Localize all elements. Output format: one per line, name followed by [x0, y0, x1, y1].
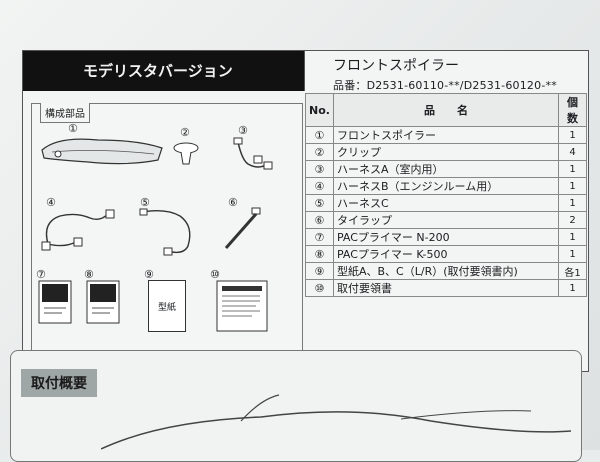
- row-no: ⑩: [305, 279, 334, 297]
- row-name: クリップ: [332, 143, 560, 161]
- table-header-row: No. 品 名 個数: [305, 93, 587, 127]
- row-name: 取付要領書: [332, 279, 560, 297]
- row-no: ⑧: [305, 245, 334, 263]
- harness-c-icon: [139, 208, 191, 256]
- row-qty: 各1: [558, 262, 587, 280]
- parts-sheet: モデリスタバージョン フロントスポイラー 品番：D2531-60110-**/D…: [22, 50, 589, 372]
- parts-illustration-box: 構成部品 ① ② ③ ④: [31, 103, 303, 355]
- part-label-7: ⑦: [36, 268, 46, 281]
- part-label-10: ⑩: [210, 268, 220, 281]
- tie-wrap-icon: [224, 207, 261, 249]
- row-no: ③: [305, 160, 334, 178]
- harness-b-icon: [41, 209, 115, 251]
- row-no: ⑥: [305, 211, 334, 229]
- installation-overview-title: 取付概要: [21, 369, 97, 397]
- section-header: モデリスタバージョン: [23, 51, 304, 91]
- row-name: フロントスポイラー: [332, 126, 560, 144]
- row-qty: 2: [558, 211, 587, 229]
- row-qty: 4: [558, 143, 587, 161]
- row-no: ②: [305, 143, 334, 161]
- row-qty: 1: [558, 279, 587, 297]
- installation-manual-icon: [216, 280, 268, 332]
- row-qty: 1: [558, 177, 587, 195]
- part-label-8: ⑧: [84, 268, 94, 281]
- row-name: ハーネスC: [332, 194, 560, 212]
- row-qty: 1: [558, 228, 587, 246]
- part-label-5: ⑤: [140, 196, 150, 209]
- vehicle-front-illustration: [101, 394, 571, 450]
- product-header: フロントスポイラー 品番：D2531-60110-**/D2531-60120-…: [304, 51, 588, 92]
- product-name: フロントスポイラー: [333, 58, 459, 74]
- col-qty: 個数: [558, 93, 587, 127]
- row-qty: 1: [558, 126, 587, 144]
- clip-icon: [173, 142, 199, 165]
- row-name: タイラップ: [332, 211, 560, 229]
- installation-overview-box: 取付概要: [10, 350, 582, 462]
- row-name: 型紙A、B、C（L/R）(取付要領書内): [332, 262, 560, 280]
- row-no: ⑦: [305, 228, 334, 246]
- part-number: 品番：D2531-60110-**/D2531-60120-**: [333, 79, 557, 92]
- row-no: ⑤: [305, 194, 334, 212]
- row-qty: 1: [558, 160, 587, 178]
- row-no: ⑨: [305, 262, 334, 280]
- col-no: No.: [305, 93, 334, 127]
- template-paper: 型紙: [148, 280, 186, 332]
- primer-k500-icon: [86, 280, 120, 324]
- row-name: ハーネスB（エンジンルーム用）: [332, 177, 560, 195]
- row-no: ①: [305, 126, 334, 144]
- harness-a-icon: [233, 137, 273, 170]
- part-label-1: ①: [68, 122, 78, 135]
- row-name: ハーネスA（室内用）: [332, 160, 560, 178]
- row-qty: 1: [558, 245, 587, 263]
- primer-n200-icon: [38, 280, 72, 324]
- row-qty: 1: [558, 194, 587, 212]
- row-name: PACプライマー N-200: [332, 228, 560, 246]
- part-label-6: ⑥: [228, 196, 238, 209]
- parts-box-label: 構成部品: [40, 103, 90, 123]
- part-label-3: ③: [238, 124, 248, 137]
- row-name: PACプライマー K-500: [332, 245, 560, 263]
- front-spoiler-icon: [41, 138, 163, 165]
- part-label-2: ②: [180, 126, 190, 139]
- part-label-4: ④: [46, 196, 56, 209]
- col-name: 品 名: [332, 93, 560, 127]
- part-label-9: ⑨: [144, 268, 154, 281]
- row-no: ④: [305, 177, 334, 195]
